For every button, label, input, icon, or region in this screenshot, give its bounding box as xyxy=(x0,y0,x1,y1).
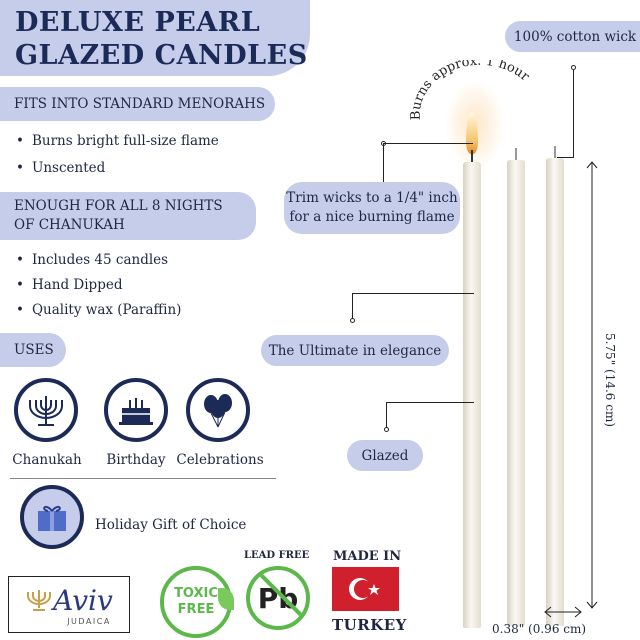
leader-line xyxy=(573,70,574,158)
svg-text:Burns approx. 1 hour: Burns approx. 1 hour xyxy=(409,60,533,120)
callout-wick: 100% cotton wick xyxy=(505,21,640,52)
bullet: Burns bright full-size flame xyxy=(16,133,219,149)
aviv-logo: Aviv JUDAICA xyxy=(8,576,130,633)
section-heading-nights: ENOUGH FOR ALL 8 NIGHTS OF CHANUKAH xyxy=(0,192,256,240)
gift-icon xyxy=(20,485,84,549)
use-label-chanukah: Chanukah xyxy=(12,452,82,468)
menorah-icon xyxy=(14,378,78,442)
wick xyxy=(515,148,517,162)
bullet: Hand Dipped xyxy=(16,277,123,293)
wick xyxy=(471,150,473,164)
use-label-birthday: Birthday xyxy=(106,452,166,468)
leader-line xyxy=(386,402,474,403)
trim-line-1: Trim wicks to a 1/4" inch xyxy=(286,190,458,206)
candle xyxy=(507,160,525,626)
title-line-1: DELUXE PEARL xyxy=(15,7,261,38)
made-in-label: MADE IN xyxy=(333,549,402,564)
burn-time-text: Burns approx. 1 hour xyxy=(409,60,533,120)
heading-line: OF CHANUKAH xyxy=(14,217,125,233)
lead-free-badge: Pb xyxy=(246,566,310,630)
burn-time-arc: Burns approx. 1 hour xyxy=(409,60,533,120)
width-arrow xyxy=(544,606,582,618)
cake-icon xyxy=(104,378,168,442)
title-line-2: GLAZED CANDLES xyxy=(15,40,308,71)
bullet: Quality wax (Paraffin) xyxy=(16,302,181,318)
uses-heading: USES xyxy=(0,333,66,367)
height-label: 5.75" (14.6 cm) xyxy=(603,332,617,428)
menorah-logo-icon xyxy=(27,590,52,611)
leader-dot xyxy=(350,318,355,323)
leader-dot xyxy=(384,427,389,432)
free-text: FREE xyxy=(177,602,215,617)
candle xyxy=(546,158,564,626)
leader-line xyxy=(352,293,474,294)
heading-line: ENOUGH FOR ALL 8 NIGHTS xyxy=(14,198,223,214)
wick xyxy=(554,146,556,160)
callout-glazed: Glazed xyxy=(347,440,423,471)
toxic-text: TOXIC xyxy=(174,586,218,601)
balloons-icon xyxy=(186,378,250,442)
gift-label: Holiday Gift of Choice xyxy=(95,517,247,533)
width-label: 0.38" (0.96 cm) xyxy=(492,622,587,636)
section-heading-menorahs: FITS INTO STANDARD MENORAHS xyxy=(0,87,275,121)
candle xyxy=(463,162,481,628)
leader-dot xyxy=(571,65,576,70)
use-label-celebrations: Celebrations xyxy=(176,452,264,468)
trim-line-2: for a nice burning flame xyxy=(289,209,455,225)
country-label: TURKEY xyxy=(332,616,407,634)
bullet: Unscented xyxy=(16,160,105,176)
title-banner: DELUXE PEARL GLAZED CANDLES xyxy=(0,0,310,76)
divider xyxy=(10,478,276,479)
leader-line xyxy=(352,293,353,320)
bullet: Includes 45 candles xyxy=(16,252,168,268)
leader-line xyxy=(383,143,473,144)
leader-line xyxy=(383,143,384,183)
lead-free-label: LEAD FREE xyxy=(244,550,310,561)
leader-line xyxy=(557,157,574,158)
turkey-flag-icon xyxy=(332,567,399,611)
callout-trim: Trim wicks to a 1/4" inch for a nice bur… xyxy=(284,182,460,234)
brand-name: Aviv xyxy=(53,583,113,617)
leaf-icon xyxy=(218,588,234,610)
callout-elegance: The Ultimate in elegance xyxy=(261,335,449,366)
height-arrow xyxy=(586,161,598,609)
brand-sub: JUDAICA xyxy=(67,616,111,626)
leader-line xyxy=(386,402,387,429)
